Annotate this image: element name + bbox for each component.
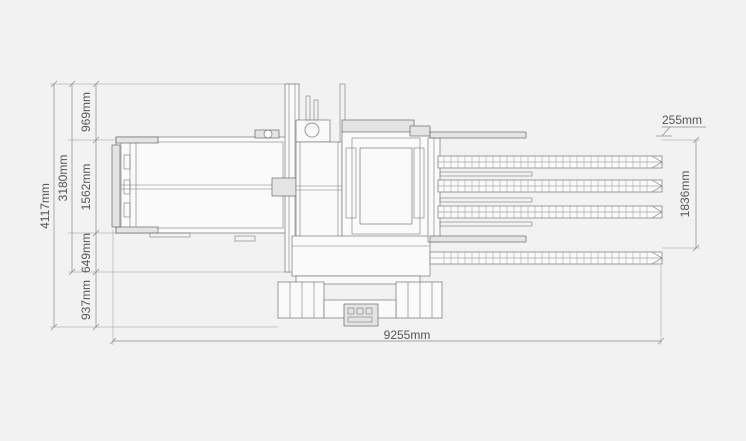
roller-conveyors: [429, 155, 663, 265]
dim-seg-top: 969mm: [79, 92, 93, 132]
dim-seg-lower: 937mm: [79, 280, 93, 320]
dimension-lines: [50, 80, 706, 345]
dim-roller-spacing: 255mm: [662, 113, 702, 127]
machine-body: [111, 83, 663, 327]
dim-overall-length: 9255mm: [384, 328, 431, 342]
dim-seg-middle: 1562mm: [79, 164, 93, 211]
dim-height-upper: 3180mm: [56, 155, 70, 202]
dim-conveyor-width: 1836mm: [678, 171, 692, 218]
lower-base: [277, 275, 443, 327]
roller-ticks: [443, 156, 648, 264]
center-column: [271, 83, 346, 273]
central-press: [291, 119, 431, 277]
dim-seg-bottom: 649mm: [79, 233, 93, 273]
dim-overall-height: 4117mm: [38, 183, 52, 229]
left-feed-frame: [111, 129, 289, 242]
